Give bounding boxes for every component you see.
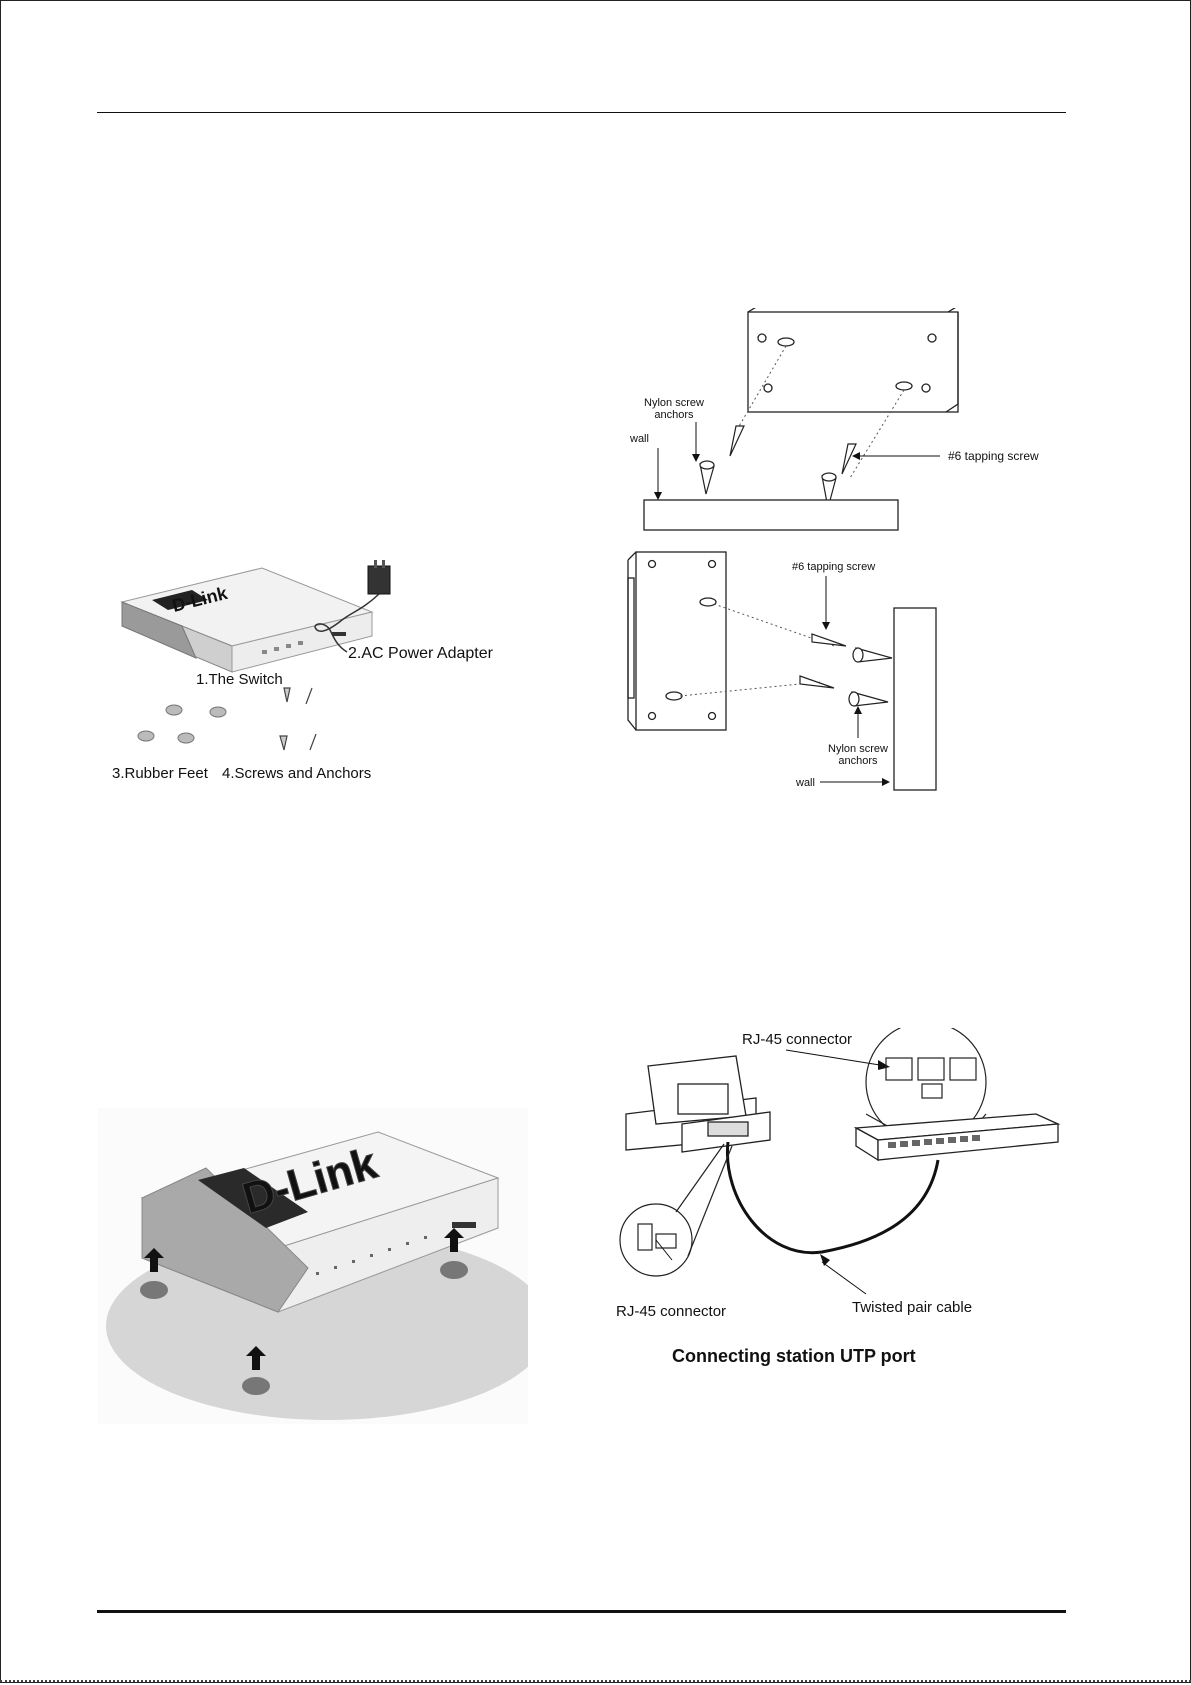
adapter-label: 2.AC Power Adapter	[348, 645, 494, 662]
footer-rule	[97, 1610, 1066, 1613]
pc-port-zoom-inset	[620, 1144, 732, 1276]
twisted-pair-cable	[727, 1142, 938, 1253]
rj45-label-bottom: RJ-45 connector	[616, 1303, 726, 1320]
screws-label: 4.Screws and Anchors	[222, 765, 371, 782]
wall-label: wall	[629, 433, 649, 445]
cable-label: Twisted pair cable	[852, 1299, 972, 1316]
switch-label: 1.The Switch	[196, 671, 283, 688]
utp-connection-figure: RJ-45 connector	[616, 1028, 1068, 1372]
feet-label: 3.Rubber Feet	[112, 765, 209, 782]
wall-surface	[894, 608, 936, 790]
tapping-screw-label: #6 tapping screw	[948, 449, 1039, 463]
wall-mount-vertical-figure: #6 tapping screw Nylon screw anchors wal…	[624, 548, 984, 794]
page-bottom-edge	[0, 1680, 1191, 1682]
wall-mount-horizontal-figure: Nylon screw anchors wall #6 tapping scre…	[628, 308, 1068, 538]
screws-and-anchors	[700, 426, 856, 508]
switch-underside	[748, 308, 958, 412]
cable-arrow	[822, 1262, 866, 1294]
rubber-feet-install-figure: D-Link	[98, 1108, 528, 1424]
anchors-label-line1: Nylon screw	[828, 743, 888, 755]
wall-label: wall	[795, 777, 815, 789]
anchors-label-line1: Nylon screw	[644, 397, 704, 409]
screws-anchors-illustration	[280, 688, 316, 750]
switch-side	[628, 552, 726, 730]
header-rule	[97, 112, 1066, 113]
switch-illustration	[856, 1114, 1058, 1160]
screws-and-anchors	[800, 634, 892, 706]
anchors-label-line2: anchors	[654, 409, 694, 421]
wall-surface	[644, 500, 898, 530]
computer-illustration	[626, 1056, 770, 1152]
utp-caption: Connecting station UTP port	[672, 1346, 916, 1366]
anchors-label-line2: anchors	[838, 755, 878, 767]
package-contents-figure: D-Link 1.The Switch 2.AC Power Adapter	[112, 560, 552, 792]
tapping-screw-label: #6 tapping screw	[792, 561, 875, 573]
rj45-label-top: RJ-45 connector	[742, 1031, 852, 1048]
switch-illustration: D-Link	[122, 568, 372, 672]
rubber-feet-illustration	[138, 705, 226, 743]
